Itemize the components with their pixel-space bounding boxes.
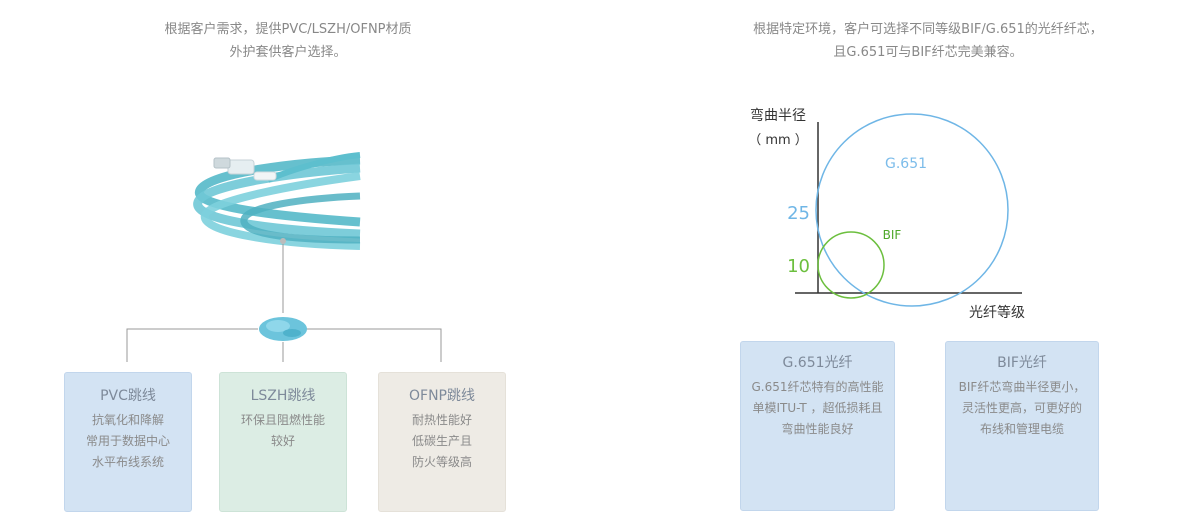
card-g651-line-1: G.651纤芯特有的高性能 — [751, 380, 884, 394]
x-axis-label: 光纤等级 — [969, 304, 1025, 321]
card-lszh-title: LSZH跳线 — [250, 388, 316, 404]
circle-label-g651: G.651 — [885, 156, 927, 172]
card-g651-title: G.651光纤 — [782, 355, 853, 371]
card-bif-line-3: 布线和管理电缆 — [979, 422, 1064, 436]
card-ofnp-line-2: 低碳生产且 — [411, 434, 472, 448]
card-g651-line-3: 弯曲性能良好 — [781, 422, 854, 436]
circle-g651 — [815, 113, 1009, 307]
intro-left: 根据客户需求，提供PVC/LSZH/OFNP材质 外护套供客户选择。 — [110, 18, 466, 64]
card-bif-line-1: BIF纤芯弯曲半径更小， — [958, 380, 1086, 394]
card-lszh-line-1: 环保且阻燃性能 — [240, 413, 325, 427]
card-g651-line-2: 单模ITU-T ，超低损耗且 — [752, 401, 883, 415]
card-ofnp-line-3: 防火等级高 — [411, 455, 472, 469]
card-pvc-title: PVC跳线 — [100, 388, 156, 404]
intro-left-line-1: 根据客户需求，提供PVC/LSZH/OFNP材质 — [164, 22, 412, 37]
card-ofnp: OFNP跳线 耐热性能好 低碳生产且 防火等级高 — [378, 372, 506, 512]
intro-right-line-2: 且G.651可与BIF纤芯完美兼容。 — [833, 45, 1023, 60]
card-bif-title: BIF光纤 — [997, 355, 1047, 371]
tree-connector — [126, 244, 442, 362]
card-pvc-line-2: 常用于数据中心 — [85, 434, 170, 448]
card-lszh-line-2: 较好 — [270, 434, 295, 448]
y-tick-label-10: 10 — [787, 256, 810, 277]
card-ofnp-title: OFNP跳线 — [409, 388, 475, 404]
card-pvc-line-1: 抗氧化和降解 — [91, 413, 164, 427]
y-axis-label-line-2: （ mm ） — [748, 133, 808, 148]
card-lszh: LSZH跳线 环保且阻燃性能 较好 — [219, 372, 347, 512]
y-axis-label-line-1: 弯曲半径 — [750, 107, 806, 124]
intro-left-line-2: 外护套供客户选择。 — [229, 45, 347, 60]
card-bif-line-2: 灵活性更高，可更好的 — [961, 401, 1082, 415]
card-ofnp-line-1: 耐热性能好 — [411, 413, 472, 427]
circle-bif — [817, 231, 885, 299]
bend-radius-chart: 弯曲半径 （ mm ） 光纤等级 G.651 BIF 25 10 — [748, 107, 1025, 321]
card-bif: BIF光纤 BIF纤芯弯曲半径更小， 灵活性更高，可更好的 布线和管理电缆 — [945, 341, 1099, 511]
card-pvc: PVC跳线 抗氧化和降解 常用于数据中心 水平布线系统 — [64, 372, 192, 512]
material-powder-image — [259, 317, 307, 341]
card-pvc-line-3: 水平布线系统 — [91, 455, 164, 469]
circle-label-bif: BIF — [883, 228, 902, 242]
intro-right-line-1: 根据特定环境，客户可选择不同等级BIF/G.651的光纤纤芯， — [753, 22, 1103, 37]
fiber-cable-illustration — [193, 152, 361, 250]
card-g651: G.651光纤 G.651纤芯特有的高性能 单模ITU-T ，超低损耗且 弯曲性… — [740, 341, 895, 511]
y-tick-label-25: 25 — [787, 203, 810, 224]
intro-right: 根据特定环境，客户可选择不同等级BIF/G.651的光纤纤芯， 且G.651可与… — [700, 18, 1156, 64]
